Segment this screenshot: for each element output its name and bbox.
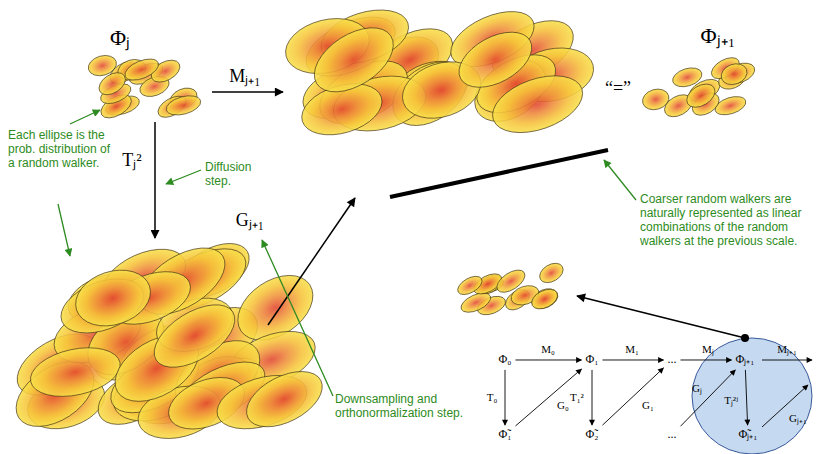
operator-label: M₀ [541, 343, 555, 356]
symbol-node: ... [666, 352, 679, 368]
operator-label: G₁ [642, 399, 654, 412]
equals-label: “=” [605, 78, 631, 99]
operator-label: G₀ [557, 399, 569, 412]
symbol-node: ... [666, 427, 679, 443]
symbol-label: Φⱼ₊₁ [701, 23, 736, 48]
walker-ellipse [450, 21, 541, 99]
symbol-label: Φ₁ [586, 353, 599, 367]
map-arrow [602, 359, 663, 360]
symbol-label: Φ̃ⱼ₊₁ [739, 428, 758, 442]
symbol-node: Φ₀ [497, 352, 514, 368]
symbol-node: Φ̃₂ [584, 427, 601, 443]
symbol-label: Φ̃₁ [499, 428, 512, 442]
symbol-label: ... [668, 428, 677, 442]
map-arrow [762, 360, 812, 361]
operator-label: T₁² [570, 391, 584, 404]
pointer-dot [741, 334, 749, 342]
thick-bar [390, 150, 608, 197]
symbol-label: Φⱼ [110, 25, 130, 50]
operator-label: T₀ [487, 391, 498, 404]
annotation: Downsampling and orthonormalization step… [335, 392, 470, 420]
map-arrow [745, 370, 747, 425]
map-arrow [212, 91, 283, 93]
symbol-label: Φ̃₂ [586, 428, 599, 442]
operator-label: Mⱼ [702, 343, 714, 356]
annotation: Coarser random walkers are naturally rep… [640, 192, 810, 248]
layout-lines [58, 92, 812, 454]
annotation: Each ellipse is the prob. distribution o… [8, 128, 113, 170]
leader-line [70, 110, 100, 124]
symbol-node: Φⱼ₊₁ [734, 352, 757, 368]
walker-ellipse [238, 360, 332, 438]
walker-cluster [86, 52, 203, 122]
symbol-label: Φ₀ [499, 353, 512, 367]
walker-ellipse [536, 259, 566, 286]
symbol-node: Φⱼ [108, 24, 132, 51]
map-arrow [515, 359, 581, 360]
walker-ellipse [68, 261, 157, 335]
walker-ellipse [303, 15, 404, 105]
walker-cluster [280, 0, 599, 144]
walker-ellipse [122, 55, 161, 85]
symbol-label: Φⱼ₊₁ [736, 353, 755, 367]
walker-ellipse [455, 273, 485, 299]
operator-label: Tⱼ²ʲ [724, 394, 738, 407]
walker-ellipse [26, 340, 125, 404]
walker-ellipse [528, 285, 560, 313]
symbol-node: Φ̃ⱼ₊₁ [737, 427, 760, 443]
walker-ellipse [95, 68, 129, 99]
symbol-label: ... [668, 353, 677, 367]
leader-line [166, 170, 201, 184]
leader-line [58, 204, 70, 256]
symbol-node: Φⱼ₊₁ [699, 22, 738, 49]
leader-line [262, 240, 333, 396]
symbol-node: Φ₁ [584, 352, 601, 368]
walker-ellipse [683, 79, 720, 112]
pointer-arrow [577, 296, 745, 338]
walker-cluster [4, 232, 331, 447]
walker-ellipse [493, 266, 529, 297]
map-arrow [602, 368, 663, 425]
walker-cluster [640, 53, 758, 121]
map-arrow [592, 370, 593, 425]
operator-label: Gⱼ [692, 382, 702, 395]
symbol-node: Φ̃₁ [497, 427, 514, 443]
operator-label: M₁ [625, 343, 639, 356]
map-arrow [762, 385, 808, 427]
downsample-arrow [268, 198, 355, 325]
diffusion-arrow [154, 122, 156, 238]
operator-label: Gⱼ₊₁ [789, 412, 807, 425]
map-arrow [681, 359, 732, 360]
annotation: Diffusion step. [205, 160, 275, 188]
walker-ellipse [718, 60, 750, 88]
leader-line [604, 160, 636, 200]
operator-label: Mⱼ₊₁ [229, 66, 260, 87]
walker-cluster [455, 259, 567, 318]
operator-label: Gⱼ₊₁ [236, 210, 264, 231]
operator-label: Mⱼ₊₁ [777, 343, 797, 356]
operator-label: Tⱼ² [122, 150, 141, 171]
map-arrow [505, 370, 506, 425]
walker-ellipse [164, 92, 203, 118]
